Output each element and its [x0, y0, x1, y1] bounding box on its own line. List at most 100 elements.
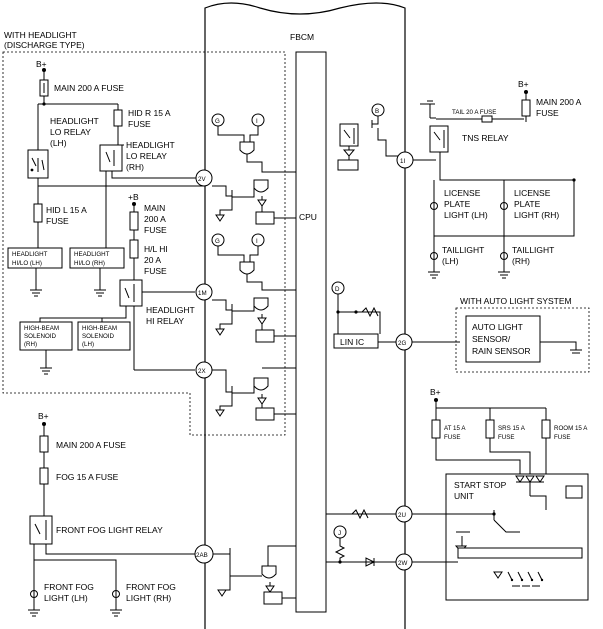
headlight-lo-relay-rh: HEADLIGHT LO RELAY (RH) — [99, 140, 200, 179]
headlight-group-title-2: (DISCHARGE TYPE) — [4, 40, 85, 50]
terminal-1m: 1M — [195, 283, 213, 301]
hilo-rh-label-2: HI/LO (RH) — [74, 260, 105, 267]
svg-text:D: D — [335, 286, 340, 293]
solenoid-rh-label-3: (RH) — [24, 341, 37, 348]
plate-lh-label-1: LICENSE — [444, 188, 481, 198]
headlight-discharge-group: WITH HEADLIGHT (DISCHARGE TYPE) — [2, 30, 286, 436]
svg-text:G: G — [215, 118, 220, 125]
tail-rh-label-2: (RH) — [512, 256, 530, 266]
hi-relay-label-1: HEADLIGHT — [146, 305, 195, 315]
plus-b-label: +B — [128, 192, 139, 202]
tail-main-fuse-label-1: MAIN 200 A — [536, 97, 582, 107]
fog-15a-fuse — [39, 467, 49, 485]
start-stop-label-1: START STOP — [454, 480, 507, 490]
hid-r-fuse-label-1: HID R 15 A — [128, 108, 171, 118]
front-fog-relay — [29, 515, 53, 545]
at-fuse-label-1: AT 15 A — [444, 425, 466, 432]
lo-relay-rh-label-3: (RH) — [126, 162, 144, 172]
solenoid-rh-label-1: HIGH-BEAM — [24, 325, 59, 332]
fog-lh-label-2: LIGHT (LH) — [44, 593, 88, 603]
tail-main-fuse-label-2: FUSE — [536, 108, 559, 118]
hl-hi-supply: +B MAIN 200 A FUSE H/L HI 20 A FUSE — [128, 192, 168, 280]
room-fuse-label-1: ROOM 15 A — [554, 425, 588, 432]
tail-lh-label-2: (LH) — [442, 256, 459, 266]
hilo-rh-label-1: HEADLIGHT — [74, 251, 110, 258]
srs-fuse-label-1: SRS 15 A — [498, 425, 526, 432]
room-fuse-label-2: FUSE — [554, 434, 571, 441]
solenoid-lh-box — [77, 321, 131, 351]
cpu-label: CPU — [299, 212, 317, 222]
lo-relay-lh-label-2: LO RELAY — [50, 127, 91, 137]
auto-light-sensor-label-3: RAIN SENSOR — [472, 346, 531, 356]
terminal-2x: 2X — [195, 361, 213, 379]
cpu-block — [295, 51, 327, 613]
fog-15a-fuse-label: FOG 15 A FUSE — [56, 472, 119, 482]
svg-text:I: I — [256, 118, 258, 125]
terminal-1i: 1I — [400, 158, 405, 165]
b-plus-label: B+ — [36, 59, 47, 69]
svg-text:2X: 2X — [198, 368, 206, 375]
fog-main-200a-fuse — [39, 435, 49, 453]
driver-stage-fog — [213, 545, 296, 605]
tail-20a-fuse — [481, 115, 493, 123]
srs-fuse-label-2: FUSE — [498, 434, 515, 441]
start-stop-label-2: UNIT — [454, 491, 474, 501]
terminal-2w: 2W — [398, 560, 407, 567]
auto-light-sensor-box — [465, 315, 541, 363]
tail-circuit: B 1I TAIL 20 A FUSE B+ MAIN 200 A FUSE T… — [337, 79, 582, 237]
terminal-2v: 2V — [195, 169, 213, 187]
tail-b-plus-label: B+ — [518, 79, 529, 89]
auto-light-group-title: WITH AUTO LIGHT SYSTEM — [460, 296, 572, 306]
hl-hi-fuse-label-2: 20 A — [144, 255, 161, 265]
fog-rh-label-2: LIGHT (RH) — [126, 593, 171, 603]
hilo-lh-label-1: HEADLIGHT — [12, 251, 48, 258]
solenoid-lh-label-2: SOLENOID — [82, 333, 115, 340]
fog-b-plus-label: B+ — [38, 411, 49, 421]
lin-ic-block — [333, 333, 379, 349]
svg-text:G: G — [215, 238, 220, 245]
auto-light-sensor-label-1: AUTO LIGHT — [472, 322, 523, 332]
svg-text:2V: 2V — [198, 176, 206, 183]
driver-stage-2x — [212, 367, 296, 421]
hl-hi-fuse-label-1: H/L HI — [144, 244, 168, 254]
hid-l-fuse-label-1: HID L 15 A — [46, 205, 87, 215]
hid-l-fuse-group: HID L 15 A FUSE — [33, 186, 87, 248]
at-15a-fuse — [431, 419, 441, 439]
plate-lh-label-3: LIGHT (LH) — [444, 210, 488, 220]
hi-relay-label-2: HI RELAY — [146, 316, 184, 326]
main-200a-fuse-label: MAIN 200 A FUSE — [54, 83, 124, 93]
svg-text:I: I — [256, 238, 258, 245]
fog-rh-label-1: FRONT FOG — [126, 582, 176, 592]
hid-r-fuse-group: HID R 15 A FUSE — [113, 104, 171, 145]
svg-text:1M: 1M — [198, 290, 207, 297]
headlight-main-supply: B+ MAIN 200 A FUSE — [36, 59, 124, 106]
driver-stage-lo: G I — [211, 113, 296, 225]
hilo-lh-label-2: HI/LO (LH) — [12, 260, 42, 267]
start-stop-supply: B+ AT 15 A FUSE SRS 15 A FUSE ROOM 15 A … — [430, 387, 588, 474]
main-fuse-2-label-2: 200 A — [144, 214, 166, 224]
solenoid-rh-label-2: SOLENOID — [24, 333, 57, 340]
terminal-2g: 2G — [398, 340, 406, 347]
start-stop-terminals: 2U J 2W — [326, 505, 413, 571]
fog-main-fuse-label: MAIN 200 A FUSE — [56, 440, 126, 450]
hid-r-fuse-label-2: FUSE — [128, 119, 151, 129]
srs-15a-fuse — [485, 419, 495, 439]
lo-relay-rh-label-1: HEADLIGHT — [126, 140, 175, 150]
headlight-group-title-1: WITH HEADLIGHT — [4, 30, 77, 40]
front-fog-relay-label: FRONT FOG LIGHT RELAY — [56, 525, 163, 535]
main-fuse-2-label-3: FUSE — [144, 225, 167, 235]
hid-l-fuse-label-2: FUSE — [46, 216, 69, 226]
hid-l-fuse — [33, 203, 43, 223]
headlight-hilo-lh-box — [7, 247, 63, 269]
headlight-lo-relay-lh: HEADLIGHT LO RELAY (LH) — [27, 104, 205, 187]
main-fuse-2 — [129, 211, 139, 231]
hid-r-fuse — [113, 109, 123, 127]
tail-main-200a-fuse — [521, 99, 531, 117]
hl-hi-fuse — [129, 239, 139, 259]
high-beam-solenoids: HIGH-BEAM SOLENOID (RH) HIGH-BEAM SOLENO… — [19, 321, 131, 375]
lin-auto-light: D 2G WITH AUTO LIGHT SYSTEM AUTO LIGHT S… — [331, 281, 590, 373]
tail-rh-label-1: TAILLIGHT — [512, 245, 554, 255]
fog-circuit: B+ MAIN 200 A FUSE FOG 15 A FUSE FRONT F… — [28, 411, 214, 617]
start-stop-unit-box — [445, 473, 589, 601]
fog-lh-label-1: FRONT FOG — [44, 582, 94, 592]
